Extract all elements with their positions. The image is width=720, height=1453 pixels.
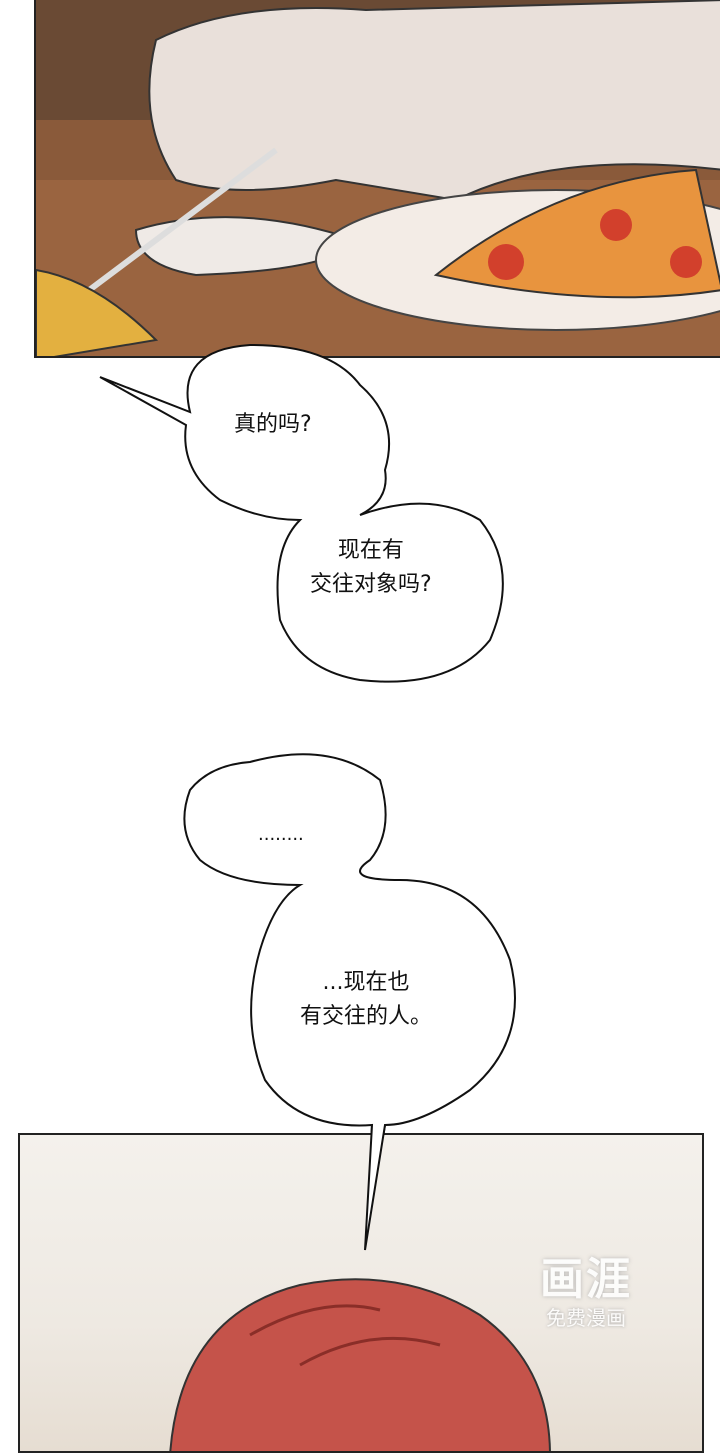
bubble-text-4: ...现在也 有交往的人。 [300,966,432,1034]
bubble-line: 真的吗? [234,412,312,437]
watermark: 画涯 免费漫画 [540,1255,632,1331]
watermark-logo: 画涯 [540,1254,632,1305]
bubble-text-1: 真的吗? [234,408,312,442]
bubble-line: 现在有 [337,538,404,563]
bubble-line: 有交往的人。 [300,1004,433,1029]
watermark-subtitle: 免费漫画 [546,1306,626,1330]
dinner-illustration [36,0,720,356]
bubble-line: ........ [258,824,304,845]
red-hair-illustration [169,1278,551,1451]
bubble-line: 交往对象吗? [310,572,432,597]
bubble-text-2: 现在有 交往对象吗? [310,534,432,602]
bubble-line: ...现在也 [322,970,410,995]
bubble-text-3: ........ [258,818,304,852]
comic-panel-dinner [34,0,720,358]
comic-panel-character [18,1133,704,1453]
